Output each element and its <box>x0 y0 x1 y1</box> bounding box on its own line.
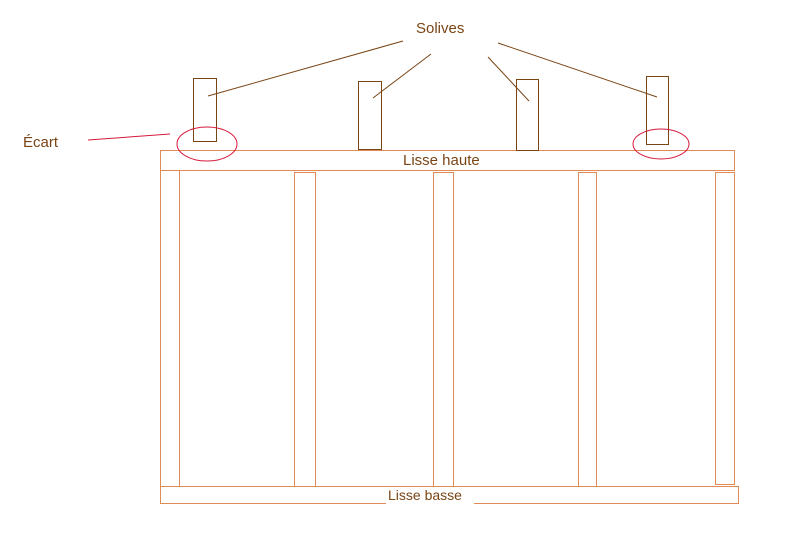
joist <box>646 76 669 145</box>
joist-leaders <box>207 40 658 102</box>
joist <box>516 79 539 151</box>
gap-label: Écart <box>23 134 59 151</box>
leader-line <box>487 56 530 102</box>
gap-leader-line <box>87 133 171 141</box>
stud <box>160 170 180 487</box>
leader-line <box>497 42 658 98</box>
joists-label: Solives <box>416 20 464 37</box>
top-plate <box>160 150 735 171</box>
gap-markers <box>87 126 690 162</box>
stud <box>294 172 316 487</box>
bottom-plate-label: Lisse basse <box>388 487 462 503</box>
top-plate-label: Lisse haute <box>403 152 480 169</box>
joists <box>193 76 669 151</box>
leader-line <box>207 40 404 97</box>
gap-ellipse <box>176 126 238 162</box>
gap-ellipse <box>632 128 690 160</box>
stud <box>715 172 735 485</box>
joist <box>358 81 382 150</box>
stud <box>433 172 454 487</box>
joist <box>193 78 217 142</box>
stud <box>578 172 597 487</box>
studs <box>160 170 735 487</box>
leader-line <box>372 53 432 99</box>
